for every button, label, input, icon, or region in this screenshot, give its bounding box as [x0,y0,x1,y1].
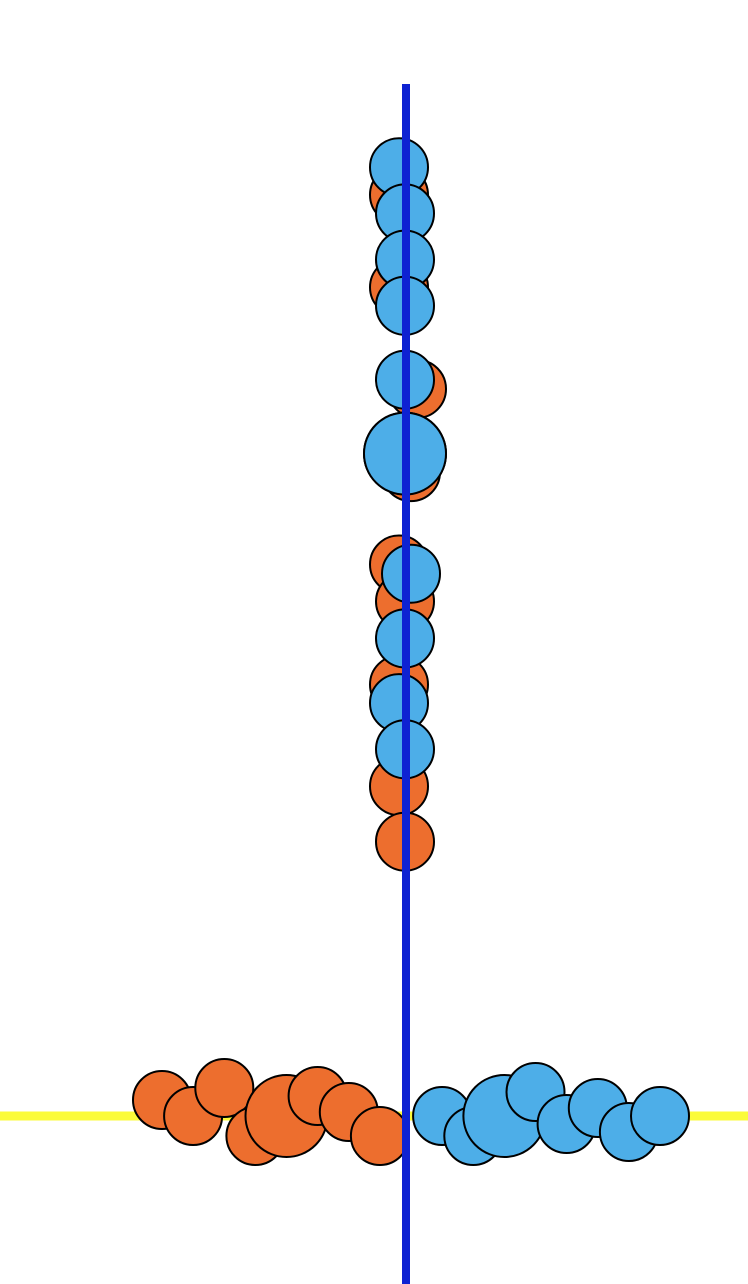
horizontal-points-layer [132,1058,690,1166]
point-horizontal-series_b-7 [630,1086,690,1146]
point-horizontal-series_a-7 [349,1106,410,1166]
point-horizontal-series_a-2 [194,1058,255,1118]
point-vertical-series_b-6 [381,543,441,604]
